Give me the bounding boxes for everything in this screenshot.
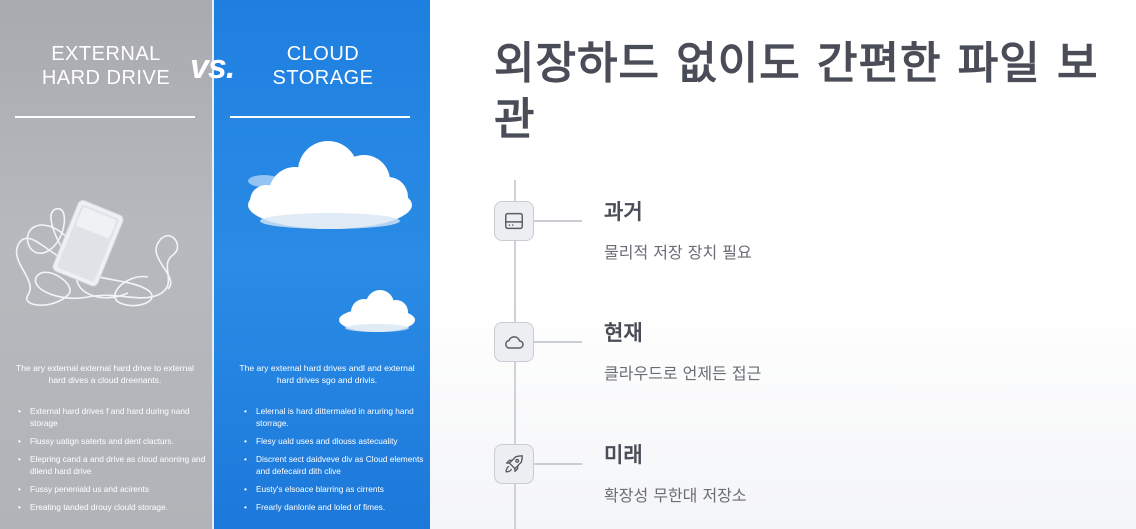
cloud-storage-bullets: Lelernal is hard dittermaled in aruring …	[244, 405, 424, 519]
hard-drive-icon	[494, 201, 534, 241]
bullet-item: Fussy peneniald us and acirents	[18, 483, 208, 495]
cloud-storage-title-line1: CLOUD	[286, 43, 360, 65]
rocket-icon	[494, 444, 534, 484]
small-cloud-image	[339, 290, 415, 332]
bullet-item: Eusty's elsoace blarring as cirrents	[244, 483, 424, 495]
bullet-item: External hard drives f and hard during n…	[18, 405, 208, 429]
external-drive-intro: The ary external external hard drive to …	[15, 363, 195, 385]
bullet-item: Ereating tanded drouy clould storage.	[18, 501, 208, 513]
bullet-item: Frearly danlonle and loled of fimes.	[244, 501, 424, 513]
cloud-storage-title-line2: STORAGE	[272, 67, 374, 89]
timeline-connector	[534, 341, 582, 343]
timeline-heading: 미래	[604, 443, 643, 467]
external-drive-title: EXTERNAL HARD DRIVE	[14, 42, 198, 90]
external-drive-title-line1: EXTERNAL	[51, 43, 161, 65]
timeline-heading: 현재	[604, 321, 643, 345]
right-rule	[230, 116, 410, 118]
timeline-description: 클라우드로 언제든 접근	[604, 364, 762, 383]
comparison-illustration: EXTERNAL HARD DRIVE vs. CLOUD STORAGE	[0, 0, 430, 529]
bullet-item: Elepring cand a and drive as cloud anoni…	[18, 453, 208, 477]
bullet-item: Flesy uald uses and dlouss astecuality	[244, 435, 424, 447]
bullet-item: Flussy uatign saterts and dent clacturs.	[18, 435, 208, 447]
page-title: 외장하드 없이도 간편한 파일 보관	[494, 38, 1099, 145]
vs-label: vs.	[190, 48, 235, 86]
content-background	[430, 0, 1136, 529]
timeline-description: 확장성 무한대 저장소	[604, 486, 747, 505]
cloud-storage-intro: The ary external hard drives andl and ex…	[239, 363, 415, 385]
cloud-storage-title: CLOUD STORAGE	[228, 42, 418, 90]
panel-divider	[212, 0, 214, 529]
bullet-item: Discrent sect daidveve div as Cloud elem…	[244, 453, 424, 477]
hard-drive-image	[15, 200, 179, 307]
bullet-item: Lelernal is hard dittermaled in aruring …	[244, 405, 424, 429]
external-drive-title-line2: HARD DRIVE	[41, 67, 171, 89]
left-rule	[15, 116, 195, 118]
cloud-icon	[494, 322, 534, 362]
timeline-heading: 과거	[604, 200, 643, 224]
timeline-connector	[534, 220, 582, 222]
external-drive-bullets: External hard drives f and hard during n…	[18, 405, 208, 519]
timeline-connector	[534, 463, 582, 465]
timeline-description: 물리적 저장 장치 필요	[604, 243, 752, 262]
large-cloud-image	[248, 141, 412, 229]
